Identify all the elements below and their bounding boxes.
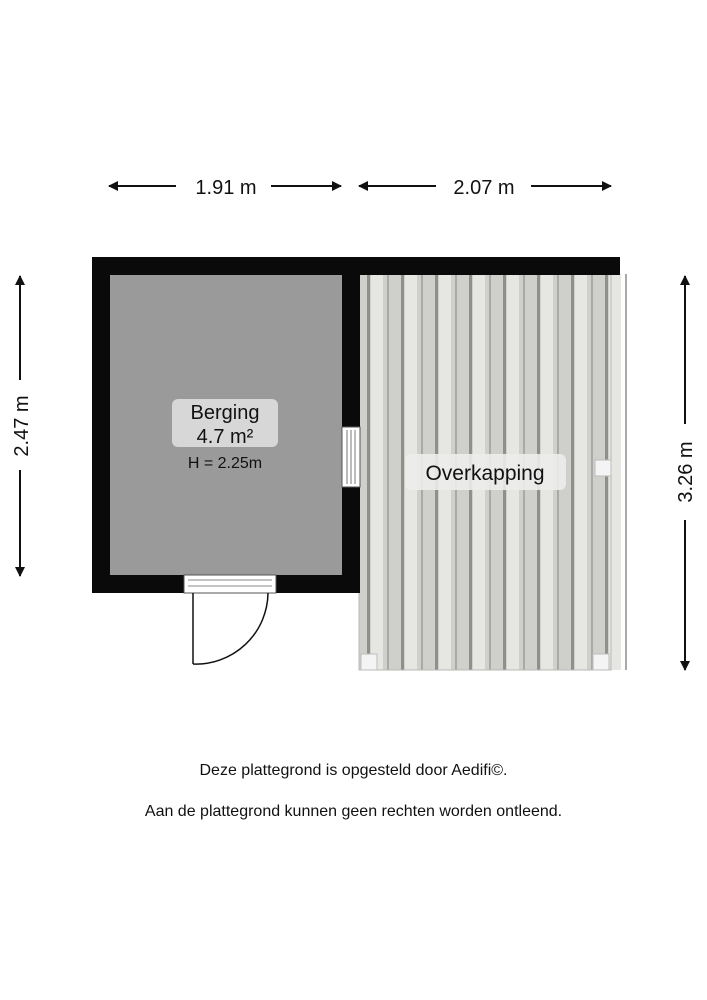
roof-highlight	[371, 274, 383, 670]
dimension-right-label: 3.26 m	[675, 441, 697, 502]
roof-highlight	[609, 274, 621, 670]
door-opening	[183, 574, 277, 594]
roof-highlight	[575, 274, 587, 670]
dimension-right: 3.26 m	[675, 275, 697, 671]
overkapping-label-background	[405, 454, 566, 490]
overkapping-name: Overkapping	[425, 462, 544, 485]
berging-label: Berging 4.7 m² H = 2.25m	[172, 399, 278, 472]
disclaimer-line-2: Aan de plattegrond kunnen geen rechten w…	[144, 803, 563, 820]
dimension-left-label: 2.47 m	[11, 395, 33, 456]
dimension-top-left-label: 1.91 m	[195, 177, 256, 199]
post-bottom-left	[360, 653, 378, 671]
roof-groove	[591, 274, 593, 670]
berging-room	[92, 257, 361, 665]
roof-ridge	[367, 274, 370, 670]
disclaimer-line-1: Deze plattegrond is opgesteld door Aedif…	[199, 762, 508, 779]
door-swing-arc	[192, 592, 269, 665]
roof-ridge	[571, 274, 574, 670]
dimension-left: 2.47 m	[11, 275, 33, 577]
berging-area: 4.7 m²	[197, 426, 254, 448]
post-bottom-right	[592, 653, 610, 671]
roof-ridge	[401, 274, 404, 670]
overkapping-label: Overkapping	[405, 454, 566, 490]
roof-groove	[387, 274, 389, 670]
dimension-top-left: 1.91 m	[108, 177, 342, 199]
berging-height: H = 2.25m	[188, 455, 262, 472]
roof-groove	[625, 274, 627, 670]
post-middle-right	[594, 459, 612, 477]
dimension-top-right: 2.07 m	[358, 177, 612, 199]
berging-label-background	[172, 399, 278, 447]
berging-name: Berging	[191, 402, 260, 424]
dimension-top-right-label: 2.07 m	[453, 177, 514, 199]
